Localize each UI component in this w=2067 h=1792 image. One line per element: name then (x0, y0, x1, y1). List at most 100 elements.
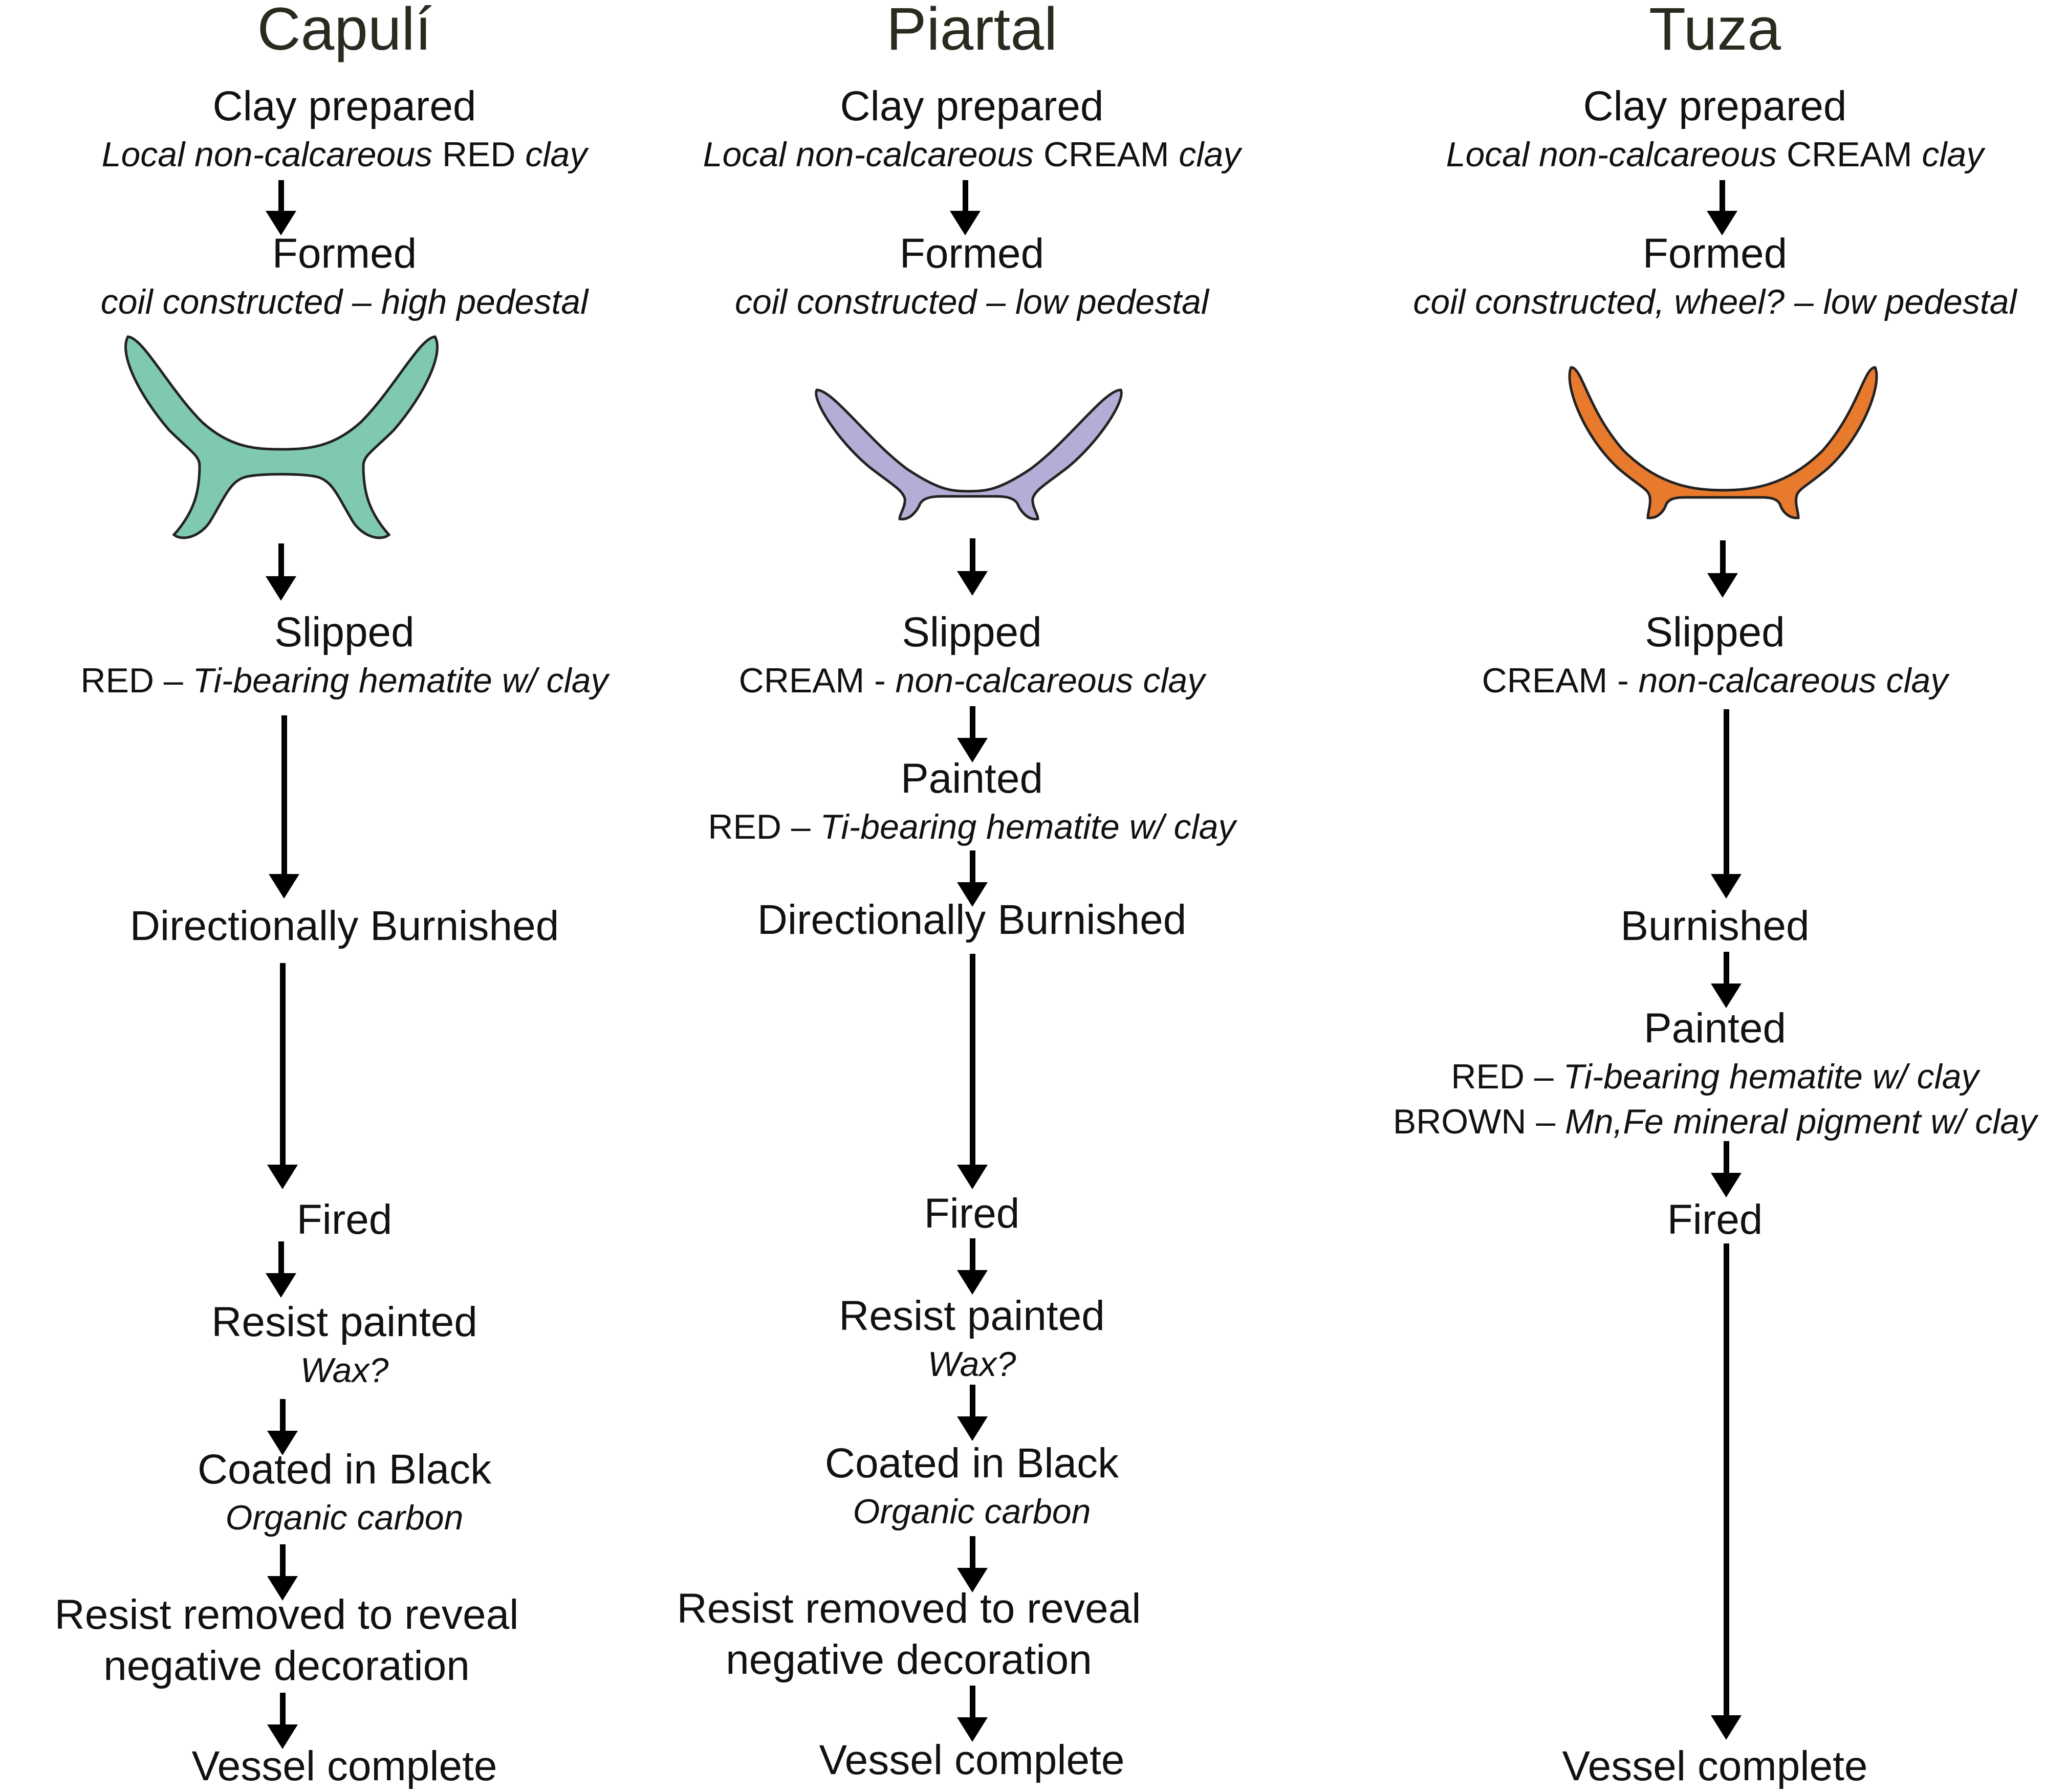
arrow-head (957, 882, 988, 907)
detail-italic-text: coil constructed – low pedestal (734, 282, 1209, 321)
arrow-shaft (970, 1385, 975, 1421)
step-detail: coil constructed, wheel? – low pedestal (1370, 279, 2059, 324)
step-name: Coated in Black (824, 1440, 1119, 1487)
arrow-shaft (970, 1238, 975, 1274)
arrow-shaft (970, 954, 975, 1169)
detail-italic-text: Mn,Fe mineral pigment w/ clay (1565, 1102, 2037, 1141)
step-name: Clay prepared (1583, 83, 1847, 129)
flow-arrow (266, 543, 296, 601)
arrow-head (957, 738, 988, 762)
step-resist-removed-to-reveal-negative-decoration: Resist removed to reveal negative decora… (653, 1583, 1165, 1686)
arrow-head (1711, 1715, 1742, 1740)
flow-arrow (266, 180, 296, 235)
arrow-head (266, 576, 296, 601)
detail-pigment-label: BROWN – (1392, 1102, 1565, 1141)
detail-italic-text: Ti-bearing hematite w/ clay (1563, 1057, 1979, 1096)
flow-arrow (957, 538, 988, 596)
step-detail: coil constructed – low pedestal (627, 279, 1316, 324)
flow-arrow (267, 963, 298, 1189)
detail-italic-text: Wax? (927, 1345, 1016, 1384)
arrow-shaft (280, 963, 286, 1169)
arrow-shaft (280, 1399, 286, 1435)
step-name: Formed (272, 230, 417, 277)
arrow-head (1711, 1173, 1742, 1197)
vessel-body (1568, 366, 1878, 519)
step-resist-removed-to-reveal-negative-decoration: Resist removed to reveal negative decora… (31, 1589, 542, 1692)
step-name: Coated in Black (197, 1446, 492, 1493)
step-name: Painted (900, 755, 1043, 802)
arrow-shaft (278, 1241, 284, 1277)
arrow-shaft (963, 180, 968, 215)
arrow-shaft (1724, 709, 1729, 878)
arrow-head (957, 1270, 988, 1295)
step-name: Resist painted (839, 1293, 1105, 1339)
arrow-head (1711, 874, 1742, 899)
detail-pigment-label: CREAM - (738, 661, 896, 700)
detail-pigment-label: RED – (1451, 1057, 1563, 1096)
arrow-shaft (281, 715, 287, 878)
flow-arrow (957, 1238, 988, 1295)
arrow-shaft (970, 1536, 975, 1572)
step-name: Clay prepared (840, 83, 1104, 129)
step-fired: Fired (0, 1194, 689, 1245)
step-detail: coil constructed – high pedestal (0, 279, 689, 324)
step-detail: CREAM - non-calcareous clay (1370, 658, 2059, 703)
step-detail: Local non-calcareous CREAM clay (1370, 132, 2059, 177)
arrow-head (957, 1416, 988, 1441)
step-directionally-burnished: Directionally Burnished (627, 894, 1316, 946)
step-name: Painted (1643, 1005, 1787, 1052)
detail-italic-text: coil constructed, wheel? – low pedestal (1413, 282, 2017, 321)
flow-arrow (957, 706, 988, 762)
step-formed: Formed coil constructed – low pedestal (627, 228, 1316, 324)
step-detail: BROWN – Mn,Fe mineral pigment w/ clay (1370, 1099, 2059, 1144)
detail-italic-text: clay (525, 135, 588, 174)
step-detail: Wax? (627, 1342, 1316, 1387)
flow-arrow (957, 850, 988, 907)
step-detail: RED – Ti-bearing hematite w/ clay (0, 658, 689, 703)
detail-pigment-label: RED – (80, 661, 193, 700)
step-name: Slipped (902, 609, 1042, 655)
arrow-shaft (1720, 540, 1726, 577)
arrow-shaft (278, 543, 284, 580)
vessel-body (124, 335, 439, 539)
flow-arrow (269, 715, 299, 899)
detail-pigment-label: CREAM (1786, 135, 1922, 174)
detail-italic-text: clay (1922, 135, 1984, 174)
step-detail: Organic carbon (627, 1489, 1316, 1534)
arrow-head (267, 1431, 298, 1455)
step-name: Fired (296, 1196, 393, 1243)
detail-italic-text: coil constructed – high pedestal (100, 282, 589, 321)
step-fired: Fired (627, 1188, 1316, 1239)
step-detail: Organic carbon (0, 1495, 689, 1540)
step-vessel-complete: Vessel complete (627, 1735, 1316, 1786)
step-name: Directionally Burnished (129, 903, 559, 949)
arrow-shaft (970, 1686, 975, 1721)
arrow-head (957, 1568, 988, 1592)
detail-italic-text: Organic carbon (225, 1498, 464, 1537)
step-name: Vessel complete (1562, 1743, 1868, 1789)
vessel-profile-low-pedestal (815, 388, 1123, 520)
arrow-shaft (1724, 1141, 1729, 1177)
flow-arrow (957, 1536, 988, 1592)
step-name: Formed (899, 230, 1045, 277)
detail-italic-text: Ti-bearing hematite w/ clay (820, 807, 1236, 846)
flow-arrow (1711, 709, 1742, 899)
flow-arrow (957, 1385, 988, 1441)
flow-arrow (267, 1399, 298, 1455)
arrow-shaft (278, 180, 284, 215)
arrow-head (267, 1165, 298, 1189)
arrow-shaft (1720, 180, 1725, 215)
step-name: Resist painted (211, 1299, 477, 1345)
